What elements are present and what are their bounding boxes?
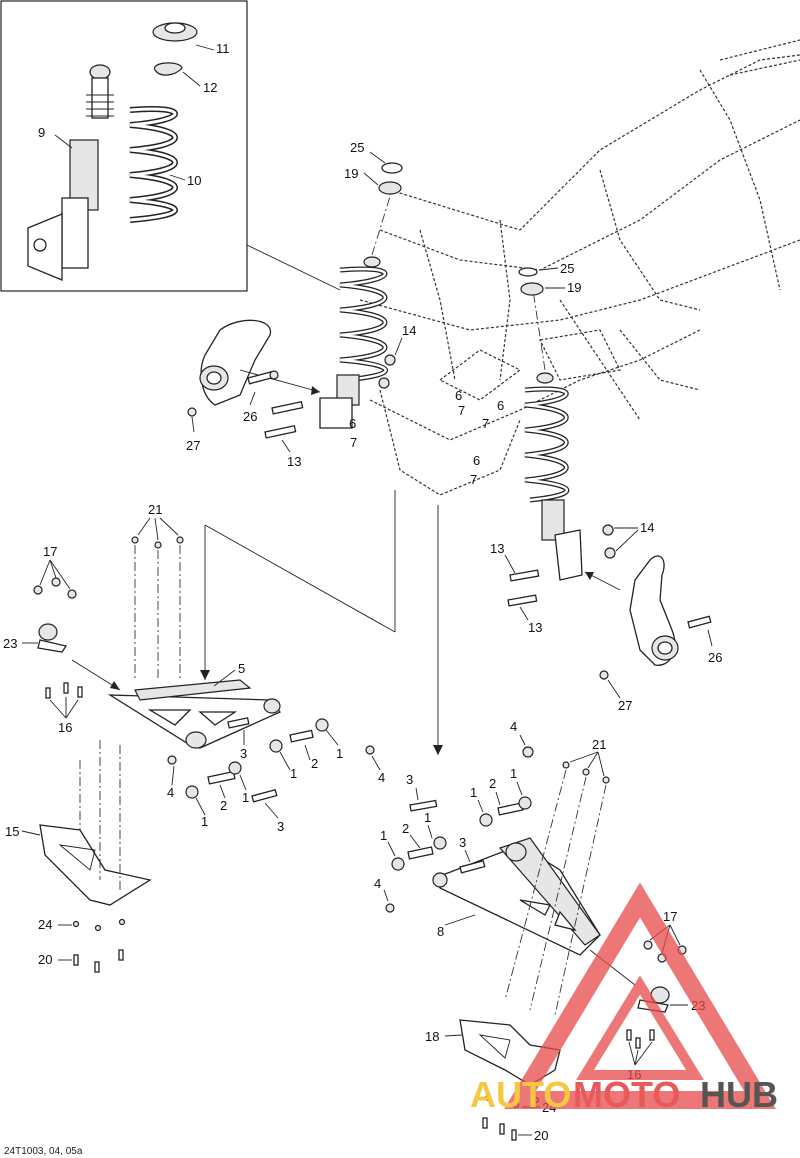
callout-9: 9 [38, 125, 45, 140]
callout-7-a: 7 [350, 435, 357, 450]
callout-25-left: 25 [350, 140, 364, 155]
watermark-auto: AUTO [470, 1074, 571, 1115]
callout-25-right: 25 [560, 261, 574, 276]
callout-15: 15 [5, 824, 19, 839]
figure-code: 24T1003, 04, 05a [4, 1146, 83, 1157]
callout-2-d: 2 [402, 821, 409, 836]
callout-2-c: 2 [489, 776, 496, 791]
shock-absorber [27, 64, 114, 281]
callout-10: 10 [187, 173, 201, 188]
callout-12: 12 [203, 80, 217, 95]
callout-21-right: 21 [592, 737, 606, 752]
callout-3-a: 3 [240, 746, 247, 761]
callout-6-a: 6 [349, 416, 356, 431]
callout-14-left: 14 [402, 323, 416, 338]
callout-1-d: 1 [201, 814, 208, 829]
watermark-text: AUTO MOTO HUB [470, 1074, 778, 1115]
left-arm-hardware [167, 717, 375, 803]
callout-24-left: 24 [38, 917, 52, 932]
callout-20-right: 20 [534, 1128, 548, 1143]
callout-4-a: 4 [378, 770, 385, 785]
spring-retainer [154, 62, 183, 76]
callout-19-right: 19 [567, 280, 581, 295]
nut-27-right [599, 670, 609, 680]
bolt-26-left [247, 370, 279, 385]
callout-1-e: 1 [510, 766, 517, 781]
bolt-13-upper-left [271, 400, 304, 415]
callout-1-a: 1 [336, 746, 343, 761]
bolt-13-lower-left [264, 424, 297, 439]
callout-27-left: 27 [186, 438, 200, 453]
callout-2-a: 2 [311, 756, 318, 771]
callout-27-right: 27 [618, 698, 632, 713]
callout-4-d: 4 [374, 876, 381, 891]
watermark-moto: MOTO [573, 1074, 680, 1115]
callout-13-right-a: 13 [490, 541, 504, 556]
left-shock-assembly [319, 189, 393, 429]
callout-23-left: 23 [3, 636, 17, 651]
callout-2-b: 2 [220, 798, 227, 813]
watermark-hub: HUB [700, 1074, 778, 1115]
callout-26-left: 26 [243, 409, 257, 424]
callout-19-left: 19 [344, 166, 358, 181]
callout-1-b: 1 [290, 766, 297, 781]
bolt-26-right [687, 615, 712, 629]
callout-5: 5 [238, 661, 245, 676]
callout-17-right: 17 [663, 909, 677, 924]
spring-seat [152, 22, 198, 42]
left-skid-plate [39, 824, 152, 906]
nut-14-left-b [378, 377, 390, 389]
callout-4-c: 4 [510, 719, 517, 734]
bushing-19 [378, 181, 402, 195]
nut-27-left [187, 407, 197, 417]
callout-13-right-b: 13 [528, 620, 542, 635]
bushing-19-right [520, 282, 544, 296]
callout-21-left: 21 [148, 502, 162, 517]
shock-detail-inset: 11 12 9 10 [0, 0, 248, 292]
callout-7-c: 7 [482, 416, 489, 431]
nut-14-left-a [384, 354, 396, 366]
callout-8: 8 [437, 924, 444, 939]
nut-14-right-b [604, 547, 616, 559]
callout-14-right: 14 [640, 520, 654, 535]
callout-18: 18 [425, 1029, 439, 1044]
coil-spring [129, 106, 178, 223]
callout-6-b: 6 [455, 388, 462, 403]
bolt-13-lower-right [507, 594, 538, 607]
callout-7-d: 7 [470, 472, 477, 487]
callout-1-c: 1 [242, 790, 249, 805]
bolt-13-upper-right [509, 569, 540, 582]
callout-3-d: 3 [459, 835, 466, 850]
right-a-arm [432, 837, 601, 956]
callout-3-b: 3 [277, 819, 284, 834]
callout-11: 11 [216, 41, 230, 56]
callout-17-left: 17 [43, 544, 57, 559]
callout-20-left: 20 [38, 952, 52, 967]
callout-13-left: 13 [287, 454, 301, 469]
callout-1-g: 1 [424, 810, 431, 825]
callout-1-h: 1 [380, 828, 387, 843]
callout-4-b: 4 [167, 785, 174, 800]
watermark-logo [504, 882, 776, 1109]
right-steering-knuckle [629, 555, 679, 666]
o-ring-25 [381, 162, 403, 174]
callout-3-c: 3 [406, 772, 413, 787]
callout-6-c: 6 [497, 398, 504, 413]
right-shock-assembly [524, 289, 583, 581]
right-arm-hardware [385, 746, 534, 913]
ball-joint-left [33, 577, 83, 699]
nut-14-right-a [602, 524, 614, 536]
callout-16-left: 16 [58, 720, 72, 735]
left-steering-knuckle [199, 319, 271, 406]
o-ring-25-right [518, 267, 538, 277]
left-a-arm [107, 679, 282, 749]
callout-26-right: 26 [708, 650, 722, 665]
callout-6-d: 6 [473, 453, 480, 468]
vehicle-frame [359, 39, 800, 496]
callout-1-f: 1 [470, 785, 477, 800]
callout-7-b: 7 [458, 403, 465, 418]
